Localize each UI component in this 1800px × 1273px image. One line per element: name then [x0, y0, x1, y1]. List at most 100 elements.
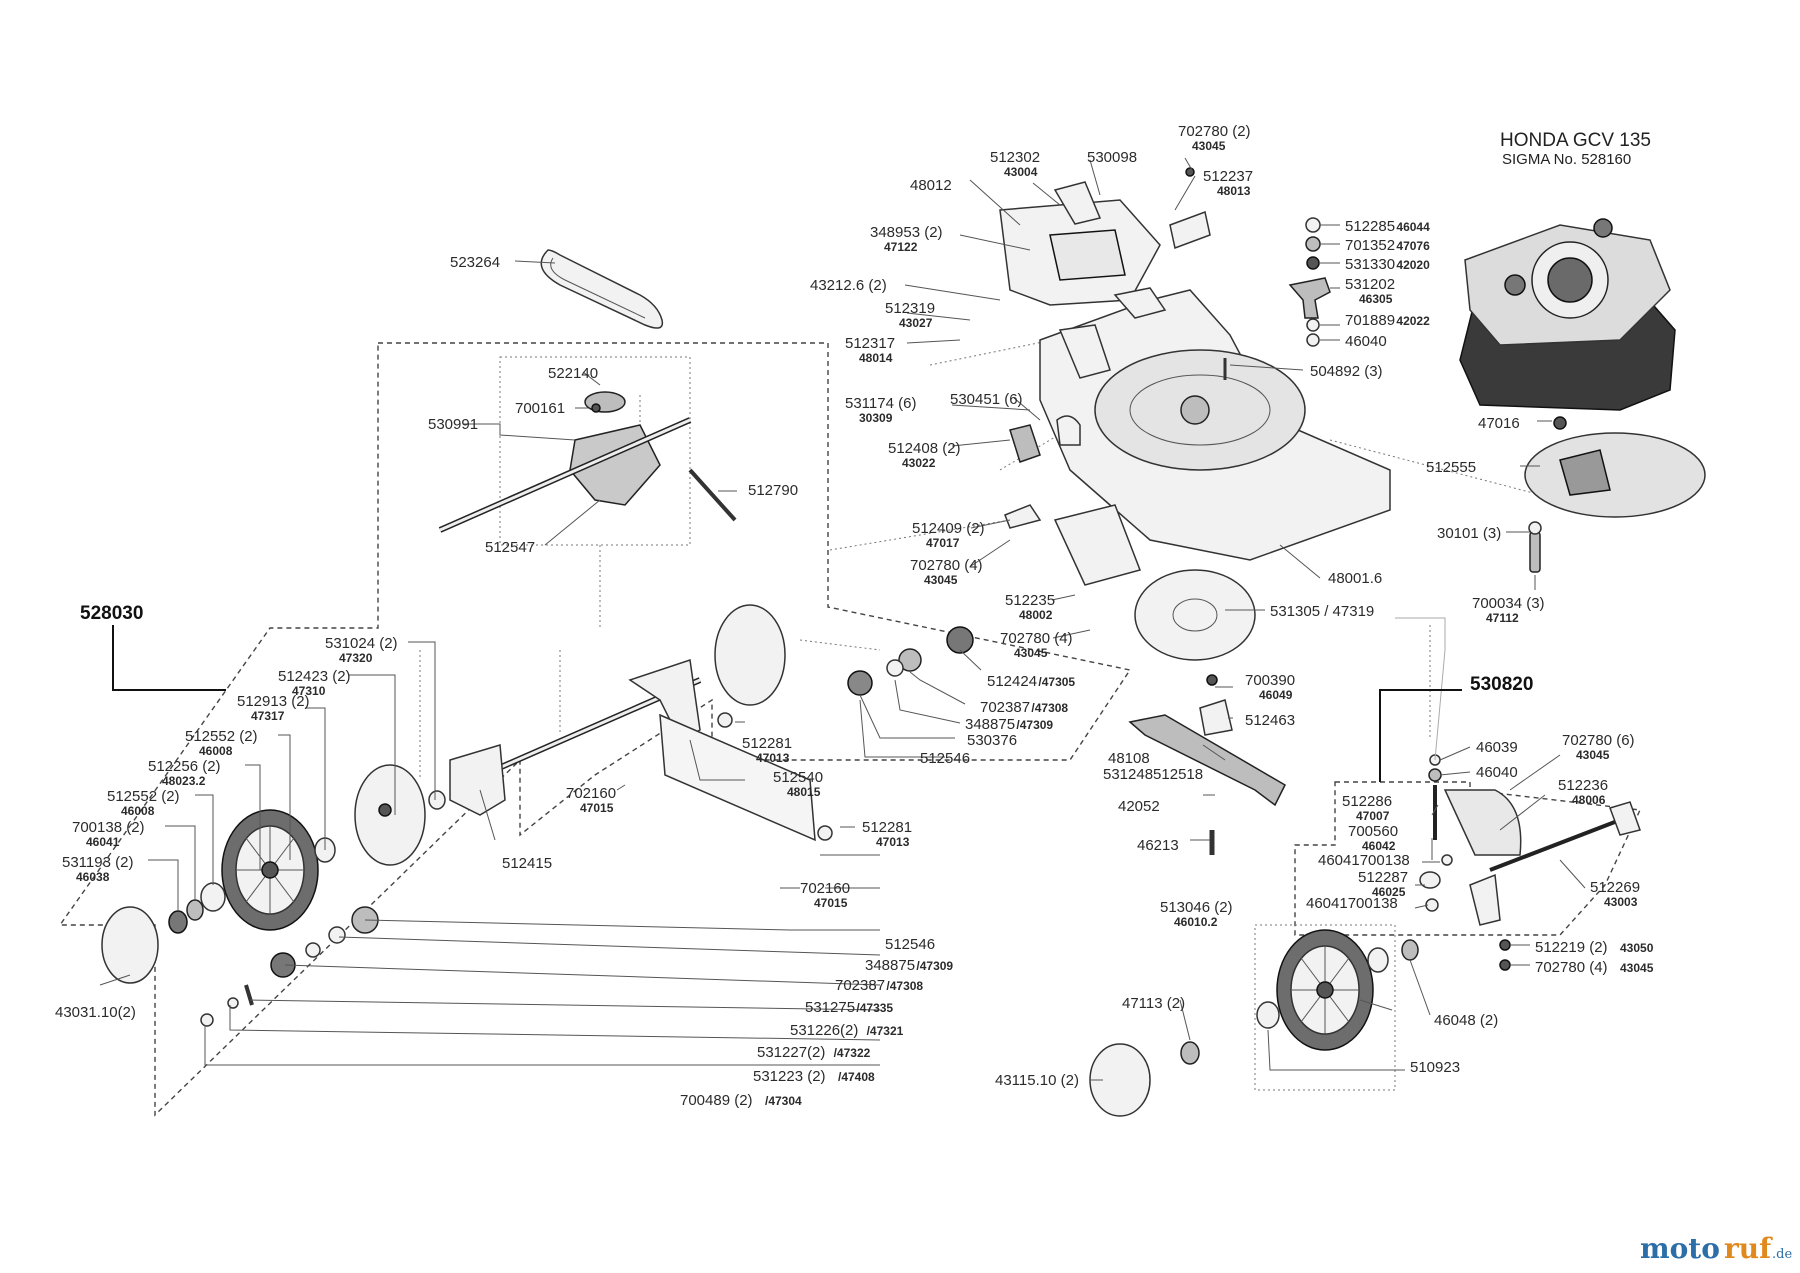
part-label-512546a: 512546 — [920, 750, 970, 767]
assembly-530820-leader — [1379, 689, 1462, 782]
part-label-700138: 700138 (2) — [72, 819, 145, 836]
part-sublabel-348875a: /47309 — [1016, 718, 1053, 732]
rear-deflector-boundary — [1294, 781, 1642, 936]
part-label-700560: 700560 — [1348, 823, 1398, 840]
part-label-531275: 531275 — [805, 999, 855, 1016]
alignment-lines — [419, 314, 1561, 780]
part-sublabel-531226: /47321 — [867, 1024, 904, 1038]
part-sublabel-512540: 48015 — [787, 785, 821, 799]
part-sublabel-512319: 43027 — [899, 316, 933, 330]
part-label-702780-top: 702780 (2) — [1178, 123, 1251, 140]
part-label-700161: 700161 — [515, 400, 565, 417]
part-label-46040-bot: 46040 — [1476, 764, 1518, 781]
part-label-46041a: 46041700138 — [1318, 852, 1410, 869]
part-sublabel-702387b: /47308 — [886, 979, 923, 993]
part-label-512409: 512409 (2) — [912, 520, 985, 537]
side-cap-part — [1169, 210, 1211, 250]
part-sublabel-700138: 46041 — [86, 835, 120, 849]
part-sublabel-700390: 46049 — [1259, 688, 1293, 702]
watermark-part2: ruf — [1724, 1232, 1773, 1265]
part-label-512285: 512285 — [1345, 218, 1395, 235]
part-sublabel-512285: 46044 — [1396, 220, 1430, 234]
rear-flap-part — [1443, 789, 1522, 856]
part-label-512540: 512540 — [773, 769, 823, 786]
part-label-43212: 43212.6 (2) — [810, 277, 887, 294]
part-label-48012: 48012 — [910, 177, 952, 194]
drive-unit-boundary — [58, 342, 1132, 1117]
part-label-348875b: 348875 — [865, 957, 915, 974]
engine-title: HONDA GCV 135 SIGMA No. 528160 — [1500, 130, 1651, 168]
part-label-700489: 700489 (2) — [680, 1092, 753, 1109]
part-sublabel-531275: /47335 — [856, 1001, 893, 1015]
part-sublabel-512256: 48023.2 — [162, 774, 206, 788]
drive-wheel-disc — [714, 604, 786, 706]
part-label-512269: 512269 — [1590, 879, 1640, 896]
part-sublabel-512281b: 47013 — [876, 835, 910, 849]
cover-handle-part — [1053, 181, 1102, 225]
part-sublabel-701889: 42022 — [1396, 314, 1430, 328]
part-label-512547: 512547 — [485, 539, 535, 556]
part-label-348953: 348953 (2) — [870, 224, 943, 241]
part-label-512219: 512219 (2) — [1535, 939, 1608, 956]
part-label-702780-bot: 702780 (4) — [1535, 959, 1608, 976]
part-label-531193: 531193 (2) — [62, 854, 133, 871]
part-label-530451: 530451 (6) — [950, 391, 1023, 408]
part-sublabel-348875b: /47309 — [916, 959, 953, 973]
part-sublabel-512317: 48014 — [859, 351, 893, 365]
part-label-512287: 512287 — [1358, 869, 1408, 886]
part-label-702780-mid2: 702780 (4) — [1000, 630, 1073, 647]
part-sublabel-531193: 46038 — [76, 870, 110, 884]
part-label-46213: 46213 — [1137, 837, 1179, 854]
part-label-512281a: 512281 — [742, 735, 792, 752]
part-sublabel-702780-mid2: 43045 — [1014, 646, 1048, 660]
part-label-46039: 46039 — [1476, 739, 1518, 756]
part-label-530376: 530376 — [967, 732, 1017, 749]
part-sublabel-512281a: 47013 — [756, 751, 790, 765]
part-sublabel-531174: 30309 — [859, 411, 893, 425]
part-sublabel-702387a: /47308 — [1031, 701, 1068, 715]
part-label-512552a: 512552 (2) — [185, 728, 258, 745]
part-label-512235: 512235 — [1005, 592, 1055, 609]
part-sublabel-512552b: 46008 — [121, 804, 155, 818]
part-sublabel-702160a: 47015 — [580, 801, 614, 815]
part-sublabel-512219: 43050 — [1620, 941, 1654, 955]
part-label-46041b: 46041700138 — [1306, 895, 1398, 912]
part-label-512236: 512236 — [1558, 777, 1608, 794]
leader-lines — [99, 157, 1586, 1081]
part-label-43115: 43115.10 (2) — [995, 1072, 1079, 1089]
part-label-512790: 512790 — [748, 482, 798, 499]
cutting-blade-part — [1128, 714, 1286, 807]
part-label-47113: 47113 (2) — [1122, 995, 1185, 1012]
part-sublabel-512552a: 46008 — [199, 744, 233, 758]
part-sublabel-531330: 42020 — [1396, 258, 1430, 272]
wheel-hub-disc — [354, 764, 426, 866]
part-label-702160b: 702160 — [800, 880, 850, 897]
part-label-512286: 512286 — [1342, 793, 1392, 810]
part-sublabel-702160b: 47015 — [814, 896, 848, 910]
left-hubcap-part — [101, 906, 159, 984]
watermark-logo: moto ruf .de — [1640, 1232, 1792, 1265]
part-label-512423: 512423 (2) — [278, 668, 351, 685]
part-label-531305: 531305 / 47319 — [1270, 603, 1374, 620]
part-label-701889: 701889 — [1345, 312, 1395, 329]
part-label-48108: 48108 — [1108, 750, 1150, 767]
part-label-531024: 531024 (2) — [325, 635, 398, 652]
cover-window — [1049, 229, 1126, 281]
part-label-42052: 42052 — [1118, 798, 1160, 815]
part-label-48001: 48001.6 — [1328, 570, 1382, 587]
part-sublabel-701352: 47076 — [1396, 239, 1430, 253]
part-label-531226: 531226(2) — [790, 1022, 858, 1039]
part-sublabel-512423: 47310 — [292, 684, 326, 698]
part-sublabel-531227: /47322 — [834, 1046, 871, 1060]
assembly-number-528030: 528030 — [80, 603, 143, 624]
part-label-348875a: 348875 — [965, 716, 1015, 733]
part-sublabel-512302: 43004 — [1004, 165, 1038, 179]
part-label-531248: 531248512518 — [1103, 766, 1203, 783]
rear-wheel-boundary — [1254, 924, 1396, 1091]
engine-model: HONDA GCV 135 — [1500, 130, 1651, 151]
assembly-528030-leader — [112, 625, 226, 691]
part-sublabel-531024: 47320 — [339, 651, 373, 665]
part-label-512237: 512237 — [1203, 168, 1253, 185]
part-label-531227: 531227(2) — [757, 1044, 825, 1061]
